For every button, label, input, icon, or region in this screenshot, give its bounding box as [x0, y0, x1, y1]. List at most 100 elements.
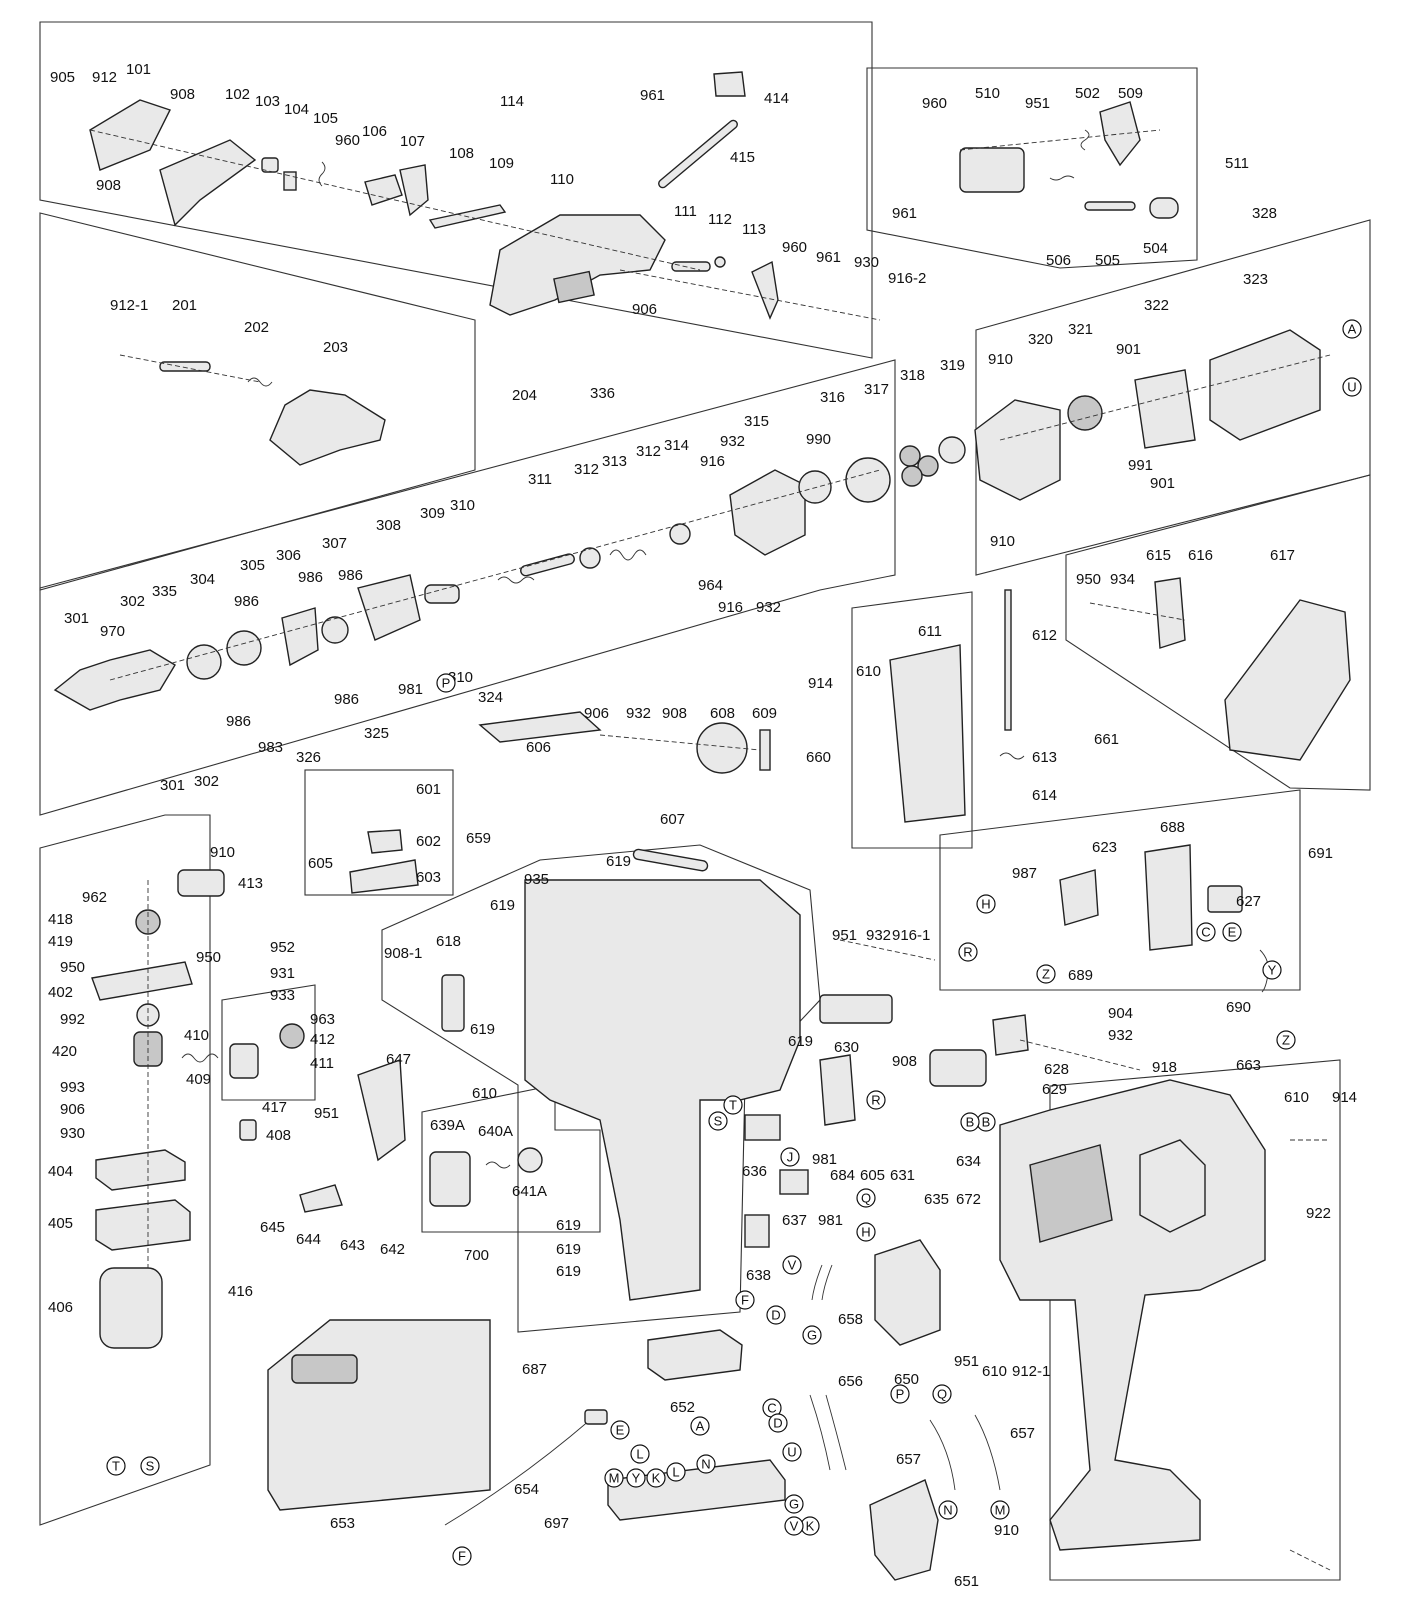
panel-336-gearbox [39, 359, 896, 816]
svg-text:T: T [729, 1098, 737, 1113]
label-641A: 641A [512, 1183, 547, 1200]
label-416: 416 [228, 1283, 253, 1300]
label-908: 908 [170, 86, 195, 103]
label-602: 602 [416, 833, 441, 850]
part-402 [91, 961, 193, 1001]
connector-m: M [990, 1500, 1010, 1520]
label-684: 684 [830, 1167, 855, 1184]
label-654: 654 [514, 1481, 539, 1498]
part-689 [1059, 869, 1099, 926]
label-107: 107 [400, 133, 425, 150]
label-986-c: 986 [234, 593, 259, 610]
svg-text:N: N [701, 1457, 710, 1472]
assembly-axes [89, 129, 1331, 1571]
part-644 [299, 1184, 343, 1213]
svg-text:L: L [672, 1465, 679, 1480]
part-629 [929, 1049, 987, 1087]
label-630: 630 [834, 1039, 859, 1056]
label-950: 950 [1076, 571, 1101, 588]
part-313-spring [609, 549, 647, 561]
label-605-b: 605 [860, 1167, 885, 1184]
label-908-1: 908-1 [384, 945, 422, 962]
panel-663-housing [1049, 1059, 1341, 1581]
part-318-gear-c [901, 465, 923, 487]
connector-f: F [452, 1546, 472, 1566]
part-315 [729, 469, 806, 556]
part-651 [869, 1479, 939, 1581]
label-106: 106 [362, 123, 387, 140]
label-961-500: 961 [892, 205, 917, 222]
label-638: 638 [746, 1267, 771, 1284]
label-935: 935 [524, 871, 549, 888]
label-408: 408 [266, 1127, 291, 1144]
part-652 [647, 1329, 743, 1381]
label-629: 629 [1042, 1081, 1067, 1098]
part-656-cable [809, 1394, 847, 1471]
label-302: 302 [120, 593, 145, 610]
label-950-400-b: 950 [196, 949, 221, 966]
svg-text:R: R [871, 1093, 880, 1108]
label-932-frame: 932 [866, 927, 891, 944]
part-606 [478, 711, 602, 743]
part-412 [279, 1023, 305, 1049]
connector-y: Y [1262, 960, 1282, 980]
svg-text:N: N [943, 1503, 952, 1518]
svg-text:V: V [790, 1519, 799, 1534]
label-931: 931 [270, 965, 295, 982]
part-414 [713, 71, 746, 97]
label-990: 990 [806, 431, 831, 448]
part-306 [281, 607, 319, 667]
label-932-600: 932 [626, 705, 651, 722]
label-619-a: 619 [606, 853, 631, 870]
connector-r: R [958, 942, 978, 962]
svg-text:D: D [771, 1308, 780, 1323]
label-510: 510 [975, 85, 1000, 102]
part-657-cable-a [929, 1419, 956, 1491]
label-322: 322 [1144, 297, 1169, 314]
label-651: 651 [954, 1573, 979, 1590]
label-619-c: 619 [470, 1021, 495, 1038]
label-643: 643 [340, 1237, 365, 1254]
part-663-housing [999, 1079, 1266, 1551]
label-631: 631 [890, 1167, 915, 1184]
label-700: 700 [464, 1247, 489, 1264]
label-326: 326 [296, 749, 321, 766]
label-619-g: 619 [556, 1263, 581, 1280]
part-663-hex [1139, 1139, 1206, 1233]
label-317: 317 [864, 381, 889, 398]
label-110: 110 [550, 171, 574, 188]
label-932-c: 932 [1108, 1027, 1133, 1044]
label-657-a: 657 [896, 1451, 921, 1468]
label-981: 981 [398, 681, 423, 698]
label-635: 635 [924, 1191, 949, 1208]
label-412: 412 [310, 1031, 335, 1048]
svg-text:J: J [787, 1150, 794, 1165]
label-901: 901 [1116, 341, 1141, 358]
svg-text:F: F [741, 1293, 749, 1308]
label-983: 983 [258, 739, 283, 756]
svg-text:H: H [981, 897, 990, 912]
part-113 [751, 260, 779, 320]
label-617: 617 [1270, 547, 1295, 564]
connector-m: M [604, 1468, 624, 1488]
label-304: 304 [190, 571, 215, 588]
part-102 [159, 139, 257, 227]
svg-text:B: B [966, 1115, 975, 1130]
svg-text:P: P [442, 676, 451, 691]
label-311: 311 [528, 471, 552, 488]
connector-s: S [708, 1111, 728, 1131]
connector-n: N [938, 1500, 958, 1520]
label-951-frame: 951 [314, 1105, 339, 1122]
label-904: 904 [1108, 1005, 1133, 1022]
part-312 [579, 547, 601, 569]
svg-text:Z: Z [1282, 1033, 1290, 1048]
connector-q: Q [856, 1188, 876, 1208]
part-311 [520, 553, 575, 577]
svg-text:K: K [806, 1519, 815, 1534]
part-615 [1154, 577, 1186, 649]
label-697: 697 [544, 1515, 569, 1532]
label-627: 627 [1236, 893, 1261, 910]
part-406-motor [99, 1267, 163, 1349]
part-311-spring [497, 576, 535, 584]
